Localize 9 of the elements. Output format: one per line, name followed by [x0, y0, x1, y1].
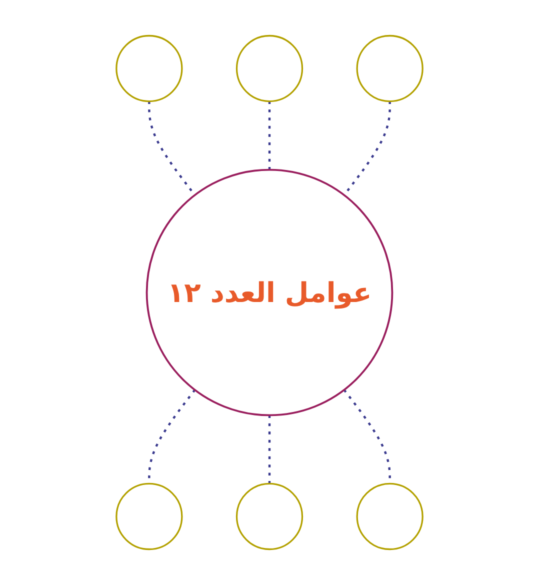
node-circle: [236, 34, 304, 102]
node-circle: عوامل العدد ١٢: [146, 168, 394, 416]
connector: [268, 415, 271, 484]
node-circle: [236, 482, 304, 550]
node-circle: [356, 482, 424, 550]
node-circle: [356, 34, 424, 102]
node-circle: [116, 34, 183, 102]
connector: [268, 101, 271, 170]
node-circle: [116, 482, 183, 550]
